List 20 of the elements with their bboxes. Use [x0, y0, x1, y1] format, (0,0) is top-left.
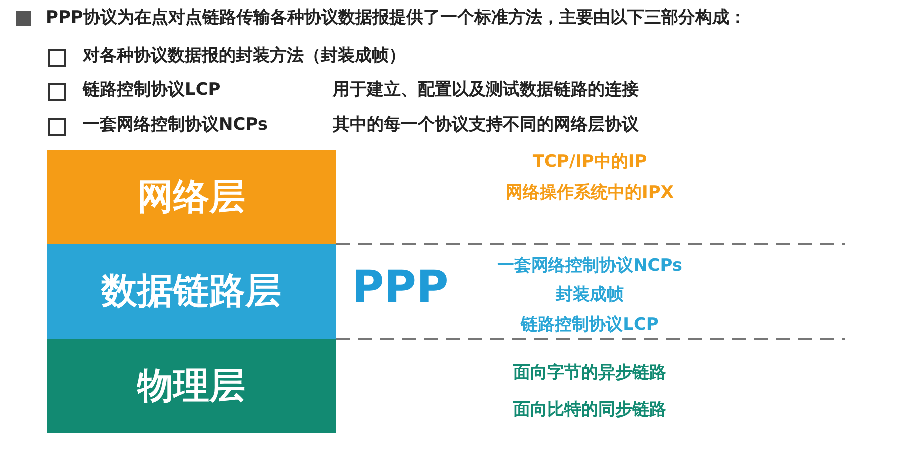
heading: PPP协议为在点对点链路传输各种协议数据报提供了一个标准方法，主要由以下三部分构成： [46, 7, 746, 29]
feature-text: 一套网络控制协议NCPs [498, 255, 682, 277]
layer-band [47, 244, 336, 339]
layer-band [47, 339, 336, 433]
feature-text: 封装成帧 [556, 284, 624, 306]
feature-text: 面向字节的异步链路 [514, 362, 666, 384]
protocol-label: PPP [352, 262, 449, 313]
layer-name: 物理层 [138, 364, 246, 408]
feature-text: TCP/IP中的IP [532, 151, 648, 173]
list-item-text: 对各种协议数据报的封装方法（封装成帧） [83, 45, 406, 67]
layer-band [47, 150, 336, 245]
list-item-text: 链路控制协议LCP [83, 79, 221, 101]
list-item-text: 一套网络控制协议NCPs [83, 114, 268, 136]
feature-text: 网络操作系统中的IPX [506, 182, 674, 204]
layer-name: 数据链路层 [102, 270, 282, 314]
description-text: 用于建立、配置以及测试数据链路的连接 [333, 79, 639, 101]
feature-text: 面向比特的同步链路 [514, 399, 666, 421]
description-text: 其中的每一个协议支持不同的网络层协议 [333, 114, 639, 136]
layer-name: 网络层 [138, 176, 246, 220]
feature-text: 链路控制协议LCP [521, 314, 659, 336]
